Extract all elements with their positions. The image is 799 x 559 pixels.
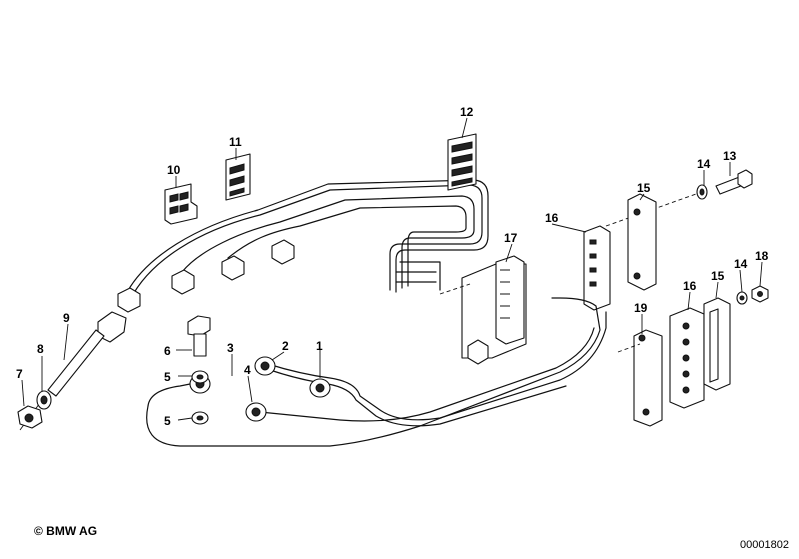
callout-9: 9 [63,311,70,325]
callout-7: 7 [16,367,23,381]
part-7-nut [17,405,43,429]
callout-6: 6 [164,344,171,358]
callout-15-lower: 15 [711,269,725,283]
part-10-clamp [164,183,198,225]
callout-14-upper: 14 [697,157,711,171]
part-12-clamp [447,133,477,191]
part-17-bracket [461,255,527,365]
lower-pipe-routing [146,297,607,447]
leader-lines [21,117,763,421]
part-16-block-lower [669,307,705,409]
callout-16-lower: 16 [683,279,697,293]
callout-8: 8 [37,342,44,356]
callout-19: 19 [634,301,648,315]
callout-15-upper: 15 [637,181,651,195]
part-13-bolt [715,169,753,195]
part-15-bracket-lower [703,297,731,391]
part-5-washer-upper [191,370,209,384]
copyright-notice: © BMW AG [34,524,98,538]
callout-12: 12 [460,105,474,119]
part-14-washer-lower [736,291,748,305]
banjo-fitting-1 [309,378,331,398]
callout-2: 2 [282,339,289,353]
part-18-nut [751,285,769,303]
callout-17: 17 [504,231,518,245]
part-8-washer [36,390,52,410]
callout-18: 18 [755,249,769,263]
callout-5-lower: 5 [164,414,171,428]
callout-14-lower: 14 [734,257,748,271]
callout-4: 4 [244,363,251,377]
callout-5-upper: 5 [164,370,171,384]
callout-13: 13 [723,149,737,163]
part-15-bracket-upper [627,193,657,291]
callout-3: 3 [227,341,234,355]
pipe-union-nuts [97,239,295,343]
part-16-block-upper [583,225,611,311]
part-11-clamp [225,153,251,201]
part-6-banjo-bolt [187,315,211,357]
callout-labels: 1 2 3 4 5 5 6 7 8 9 10 11 12 13 14 14 15… [16,105,769,428]
callout-1: 1 [316,339,323,353]
callout-16-upper: 16 [545,211,559,225]
part-14-washer-upper [696,184,708,200]
callout-11: 11 [229,135,242,149]
part-19-bracket [633,329,663,427]
diagram-id: 00001802 [740,539,789,551]
part-5-washer-lower [191,411,209,425]
banjo-fitting-4 [245,402,267,422]
injection-pipe-bundle [124,179,489,301]
callout-10: 10 [167,163,181,177]
banjo-fitting-2 [254,356,276,376]
